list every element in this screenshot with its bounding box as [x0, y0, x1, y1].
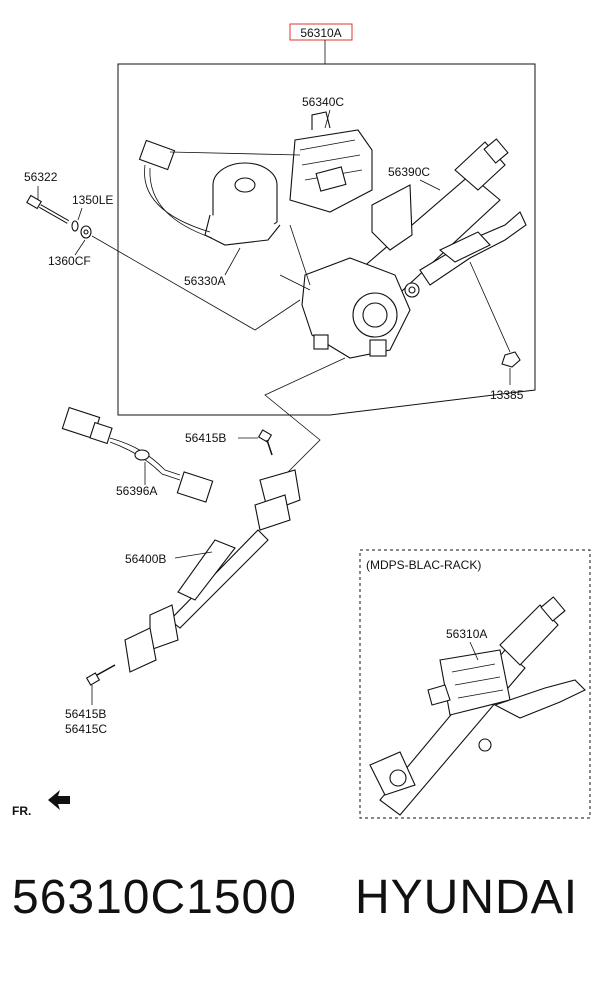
washer-1350LE [71, 220, 79, 232]
inset-frame [359, 549, 591, 819]
top-callout-box [289, 23, 353, 41]
footer: 56310C1500 HYUNDAI [0, 870, 600, 950]
inset-title: (MDPS-BLAC-RACK) [366, 558, 481, 572]
motor-connector [138, 139, 301, 239]
gear-housing [301, 257, 411, 359]
label-1350LE: 1350LE [72, 193, 113, 207]
bolt-56415B-top [257, 429, 273, 456]
label-56340C: 56340C [302, 95, 344, 109]
sensor-connector-56396A [61, 406, 214, 503]
inset-column [369, 596, 586, 816]
top-callout-label: 56310A [300, 26, 341, 40]
label-56415C: 56415C [65, 722, 107, 736]
bolt-56415B-bottom [85, 664, 116, 686]
label-56330A: 56330A [184, 274, 225, 288]
nut-13385 [501, 351, 521, 368]
motor [204, 162, 281, 246]
label-56390C: 56390C [388, 165, 430, 179]
label-13385: 13385 [490, 388, 524, 402]
brand-name: HYUNDAI [355, 871, 579, 924]
label-56396A: 56396A [116, 484, 157, 498]
ecu-module [289, 111, 373, 213]
bolt-56322 [26, 194, 69, 224]
part-number: 56310C1500 [12, 871, 297, 924]
diagram-canvas: 56310A 56340C 56330A 56390C [12, 23, 591, 819]
intermediate-shaft [124, 469, 301, 673]
inset-part-label: 56310A [446, 627, 487, 641]
label-56322: 56322 [24, 170, 58, 184]
fr-label: FR. [12, 804, 31, 818]
label-56400B: 56400B [125, 552, 166, 566]
label-56415B-bottom: 56415B [65, 707, 106, 721]
front-arrow-icon [48, 790, 70, 810]
assembly-frame [117, 63, 536, 416]
label-1360CF: 1360CF [48, 254, 91, 268]
label-56415B-top: 56415B [185, 431, 226, 445]
